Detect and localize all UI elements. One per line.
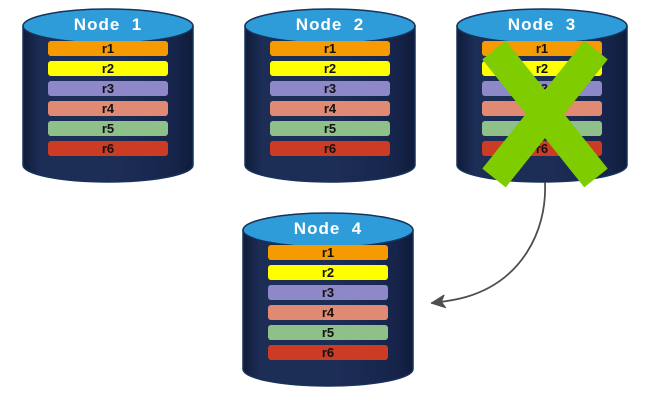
- row-label: r3: [101, 81, 115, 96]
- row-bar-r4[interactable]: r4: [48, 101, 168, 116]
- row-bar-r6[interactable]: r6: [48, 141, 168, 156]
- row-bar-r6[interactable]: r6: [270, 141, 390, 156]
- row-label: r5: [321, 325, 335, 340]
- row-label: r6: [101, 141, 115, 156]
- row-bar-r3[interactable]: r3: [270, 81, 390, 96]
- row-label: r2: [321, 265, 335, 280]
- row-bar-r5[interactable]: r5: [270, 121, 390, 136]
- row-bar-r3[interactable]: r3: [268, 285, 388, 300]
- node-failed-x-icon: [482, 40, 608, 188]
- failover-arrow-path: [430, 182, 546, 309]
- row-bar-r5[interactable]: r5: [268, 325, 388, 340]
- row-bar-r2[interactable]: r2: [48, 61, 168, 76]
- cylinder-top-cap: [242, 212, 414, 248]
- row-list: r1 r2 r3 r4 r5 r6: [268, 245, 388, 360]
- row-label: r6: [323, 141, 337, 156]
- row-label: r2: [101, 61, 115, 76]
- row-label: r3: [321, 285, 335, 300]
- row-label: r1: [323, 41, 337, 56]
- row-label: r5: [101, 121, 115, 136]
- cylinder-top-cap: [244, 8, 416, 44]
- row-bar-r2[interactable]: r2: [268, 265, 388, 280]
- row-label: r4: [101, 101, 115, 116]
- row-bar-r1[interactable]: r1: [48, 41, 168, 56]
- row-bar-r5[interactable]: r5: [48, 121, 168, 136]
- row-bar-r4[interactable]: r4: [268, 305, 388, 320]
- row-label: r4: [323, 101, 337, 116]
- row-label: r5: [323, 121, 337, 136]
- row-bar-r1[interactable]: r1: [268, 245, 388, 260]
- row-label: r4: [321, 305, 335, 320]
- row-bar-r3[interactable]: r3: [48, 81, 168, 96]
- row-label: r1: [321, 245, 335, 260]
- row-list: r1 r2 r3 r4 r5 r6: [48, 41, 168, 156]
- row-label: r1: [535, 41, 549, 56]
- row-label: r6: [321, 345, 335, 360]
- row-list: r1 r2 r3 r4 r5 r6: [270, 41, 390, 156]
- row-bar-r4[interactable]: r4: [270, 101, 390, 116]
- row-label: r2: [323, 61, 337, 76]
- row-label: r1: [101, 41, 115, 56]
- row-label: r3: [323, 81, 337, 96]
- row-bar-r1[interactable]: r1: [270, 41, 390, 56]
- row-label: r2: [535, 61, 549, 76]
- row-bar-r6[interactable]: r6: [268, 345, 388, 360]
- row-bar-r2[interactable]: r2: [270, 61, 390, 76]
- cylinder-top-cap: [22, 8, 194, 44]
